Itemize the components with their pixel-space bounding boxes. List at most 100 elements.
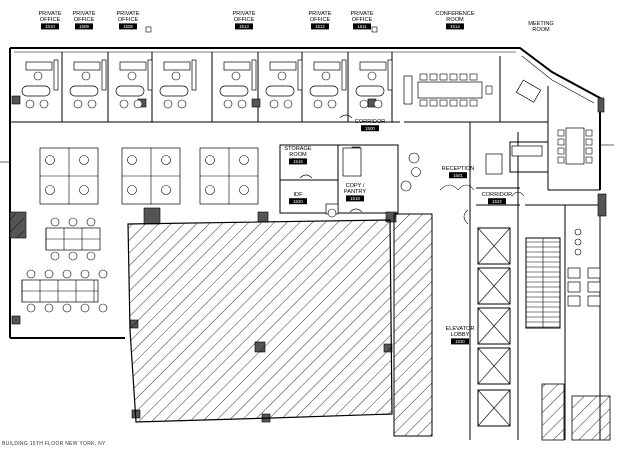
chair <box>485 85 493 95</box>
room-number: 1518 <box>350 196 360 201</box>
office-furniture-set <box>69 59 107 109</box>
room-number: 1511 <box>357 24 367 29</box>
chair <box>449 73 458 81</box>
room-number: 1508 <box>123 24 133 29</box>
chair <box>62 269 72 279</box>
elevator-car <box>477 267 511 305</box>
room-name: ELEVATOR <box>446 326 475 332</box>
toilet-stall <box>567 295 581 307</box>
room-name: PRIVATE <box>72 11 95 17</box>
elevator-car <box>477 389 511 427</box>
room-name: MEETING <box>528 21 553 27</box>
chair <box>98 303 108 313</box>
chair <box>239 185 249 195</box>
workstation-cluster <box>199 147 259 205</box>
room-name: OFFICE <box>40 17 61 23</box>
chair <box>205 185 215 195</box>
office-furniture-set <box>159 59 197 109</box>
chair <box>79 185 89 195</box>
chair <box>26 269 36 279</box>
reception-desk <box>325 147 503 218</box>
chair <box>68 251 78 261</box>
room-name: ROOM <box>446 17 464 23</box>
chair <box>44 303 54 313</box>
room-name: ROOM <box>532 27 550 33</box>
sink <box>574 238 582 246</box>
chair <box>205 155 215 165</box>
sink <box>574 228 582 236</box>
room-number: 1522 <box>492 199 502 204</box>
chair <box>585 147 593 155</box>
chair <box>86 217 96 227</box>
column <box>11 95 21 105</box>
room-name: PRIVATE <box>350 11 373 17</box>
room-name: PRIVATE <box>308 11 331 17</box>
column <box>597 193 607 217</box>
chair <box>161 185 171 195</box>
chair <box>419 73 428 81</box>
chair <box>79 155 89 165</box>
chair <box>459 73 468 81</box>
hatched-corner-area <box>571 395 611 441</box>
toilet-stall <box>587 267 601 279</box>
chair <box>86 251 96 261</box>
room-name: RECEPTION <box>442 166 475 172</box>
chair <box>44 269 54 279</box>
room-labels: PRIVATEOFFICE1510PRIVATEOFFICE1509PRIVAT… <box>38 11 554 345</box>
room-name: PRIVATE <box>232 11 255 17</box>
elevator-car <box>477 347 511 385</box>
column <box>597 97 605 113</box>
chair <box>50 251 60 261</box>
room-name: CORRIDOR <box>355 119 385 125</box>
chair <box>557 147 565 155</box>
room-name: ROOM <box>289 152 307 158</box>
room-name: OFFICE <box>234 17 255 23</box>
chair <box>557 138 565 146</box>
chair <box>26 303 36 313</box>
column <box>257 211 269 223</box>
room-number: 1516 <box>293 159 303 164</box>
conference-table <box>403 73 493 107</box>
elevator-bank <box>477 227 511 427</box>
chair <box>439 99 448 107</box>
office-furniture-set <box>265 59 303 109</box>
room-name: OFFICE <box>118 17 139 23</box>
room-number: 1514 <box>450 24 460 29</box>
room-number: 1530 <box>455 339 465 344</box>
stair <box>525 237 561 329</box>
doors <box>299 114 525 225</box>
chair <box>459 99 468 107</box>
chair <box>439 73 448 81</box>
chair <box>127 185 137 195</box>
desk-bench <box>21 269 108 313</box>
room-number: 1501 <box>453 173 463 178</box>
room-name: CORRIDOR <box>482 192 512 198</box>
room-number: 1520 <box>293 199 303 204</box>
room-number: 1500 <box>365 126 375 131</box>
chair <box>45 155 55 165</box>
elevator-car <box>477 307 511 345</box>
room-name: PANTRY <box>344 189 366 195</box>
open-desks <box>21 217 108 313</box>
room-name: LOBBY <box>451 332 470 338</box>
chair <box>429 73 438 81</box>
office-furniture-set <box>309 59 347 109</box>
room-number: 1512 <box>315 24 325 29</box>
chair <box>80 269 90 279</box>
sink <box>574 248 582 256</box>
toilet-stall <box>587 281 601 293</box>
room-name: IDF <box>293 192 303 198</box>
